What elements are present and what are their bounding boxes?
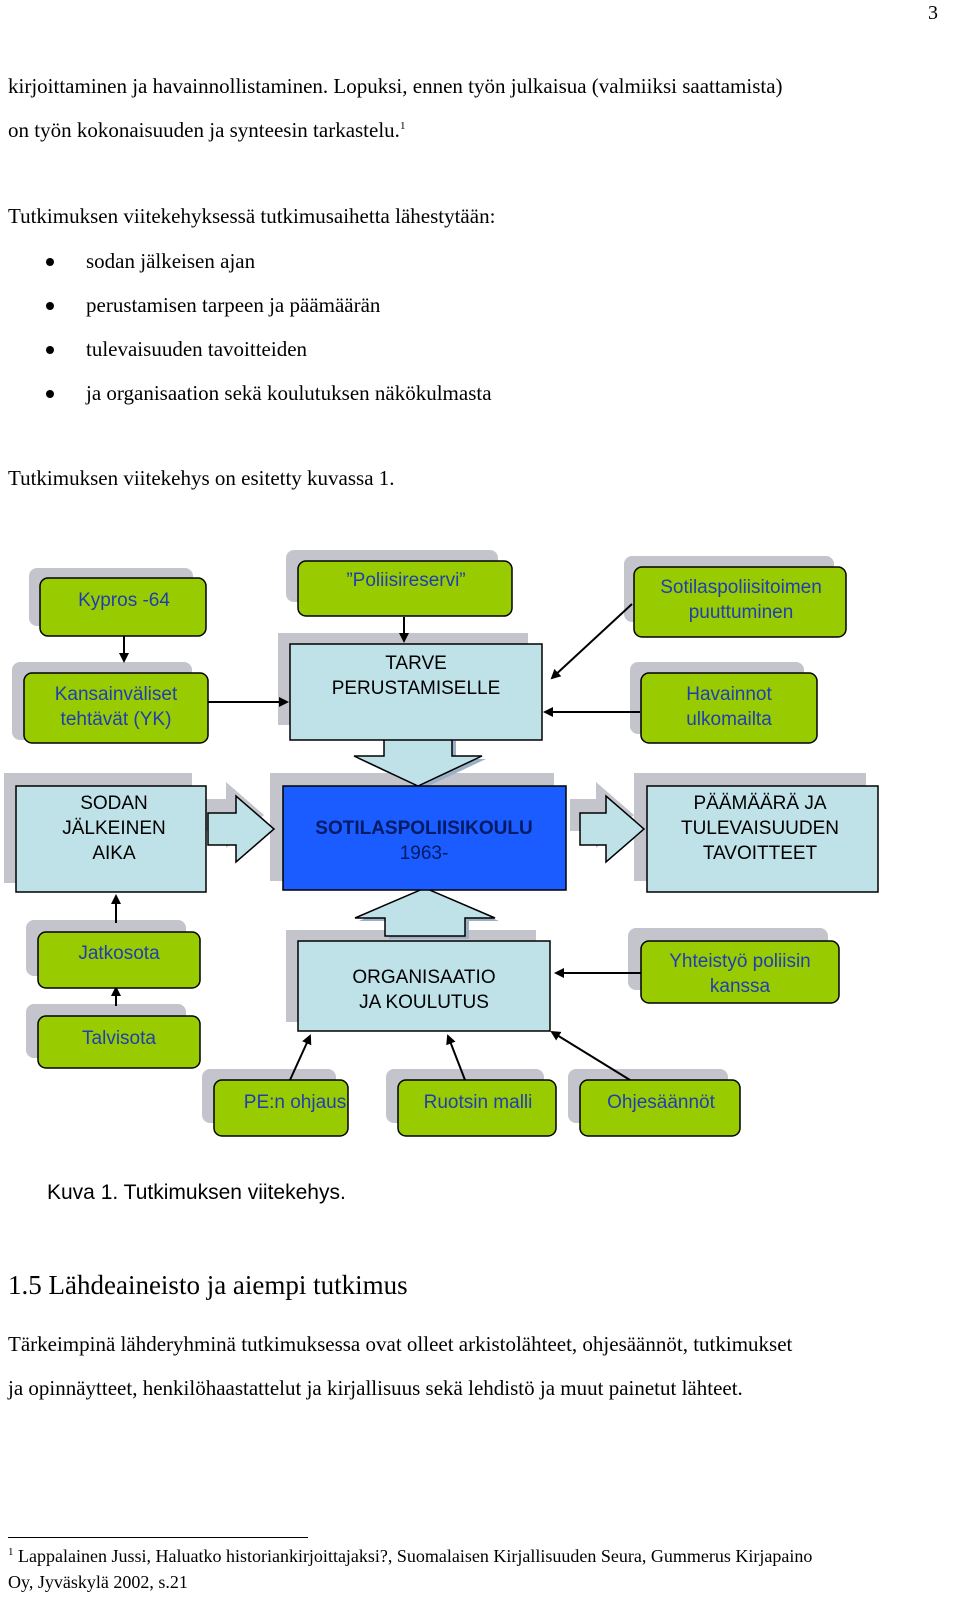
arrow-ohjesaannot-to-organisaatio bbox=[550, 1030, 631, 1081]
bullet-item: sodan jälkeisen ajan bbox=[44, 248, 492, 292]
frame-reference: Tutkimuksen viitekehys on esitetty kuvas… bbox=[8, 466, 395, 490]
box-tarve bbox=[289, 643, 543, 741]
label-sotilaspoliisikoulu: SOTILASPOLIISIKOULU bbox=[315, 818, 532, 839]
label-yhteistyo-1: Yhteistyö poliisin bbox=[669, 951, 811, 972]
label-organisaatio-2: JA KOULUTUS bbox=[359, 992, 489, 1013]
label-tarve-1: TARVE bbox=[385, 653, 447, 674]
label-sodan-2: JÄLKEINEN bbox=[62, 818, 165, 839]
label-kansainvaliset-1: Kansainväliset bbox=[55, 684, 178, 705]
label-talvisota: Talvisota bbox=[82, 1028, 156, 1049]
footnote-line-2: Oy, Jyväskylä 2002, s.21 bbox=[8, 1572, 188, 1592]
label-kypros: Kypros -64 bbox=[78, 590, 170, 611]
box-sotilaspoliisitoimen bbox=[633, 566, 847, 638]
bullet-item: tulevaisuuden tavoitteiden bbox=[44, 336, 492, 380]
label-tarve-2: PERUSTAMISELLE bbox=[332, 678, 501, 699]
bullet-item: perustamisen tarpeen ja päämäärän bbox=[44, 292, 492, 336]
intro-line-2: on työn kokonaisuuden ja synteesin tarka… bbox=[8, 118, 405, 143]
footnote-mark: 1 bbox=[8, 1546, 14, 1558]
label-paamaara-2: TULEVAISUUDEN bbox=[681, 818, 839, 839]
label-sodan-1: SODAN bbox=[80, 793, 148, 814]
box-pe-ohjaus bbox=[213, 1079, 349, 1137]
label-havainnot-2: ulkomailta bbox=[686, 709, 772, 730]
footnote-line-1: 1 Lappalainen Jussi, Haluatko historiank… bbox=[8, 1546, 812, 1567]
block-arrows bbox=[198, 737, 646, 939]
footnote-text-1: Lappalainen Jussi, Haluatko historiankir… bbox=[18, 1546, 813, 1566]
boxes bbox=[15, 560, 879, 1137]
footnote-rule bbox=[8, 1537, 308, 1538]
box-paamaara bbox=[646, 785, 879, 893]
arrow-ruotsin-to-organisaatio bbox=[446, 1034, 466, 1081]
label-paamaara-1: PÄÄMÄÄRÄ JA bbox=[693, 793, 826, 814]
page-number: 3 bbox=[928, 2, 938, 24]
label-ohjesaannot: Ohjesäännöt bbox=[607, 1092, 715, 1113]
label-sotilaspoliisitoimen-2: puuttuminen bbox=[689, 602, 794, 623]
label-yhteistyo-2: kanssa bbox=[710, 976, 771, 997]
label-jatkosota: Jatkosota bbox=[78, 943, 160, 964]
box-sotilaspoliisikoulu bbox=[282, 785, 567, 891]
label-organisaatio-1: ORGANISAATIO bbox=[352, 967, 495, 988]
figure-caption: Kuva 1. Tutkimuksen viitekehys. bbox=[47, 1181, 346, 1204]
arrow-pe-to-organisaatio bbox=[289, 1034, 312, 1081]
framework-diagram: Kypros -64 ”Poliisireservi” Sotilaspolii… bbox=[4, 550, 879, 1137]
box-talvisota bbox=[37, 1015, 201, 1069]
box-ohjesaannot bbox=[579, 1079, 741, 1137]
paragraph-line-1: Tärkeimpinä lähderyhminä tutkimuksessa o… bbox=[8, 1332, 793, 1356]
bullet-list: sodan jälkeisen ajan perustamisen tarpee… bbox=[44, 248, 492, 424]
list-intro: Tutkimuksen viitekehyksessä tutkimusaihe… bbox=[8, 204, 496, 228]
bullet-item: ja organisaation sekä koulutuksen näköku… bbox=[44, 380, 492, 424]
label-sotilaspoliisitoimen-1: Sotilaspoliisitoimen bbox=[660, 577, 822, 598]
label-havainnot-1: Havainnot bbox=[686, 684, 772, 705]
arrow-sotilaspoliisitoimen-to-tarve bbox=[550, 603, 633, 680]
intro-line-2-text: on työn kokonaisuuden ja synteesin tarka… bbox=[8, 118, 400, 142]
label-pe-ohjaus: PE:n ohjaus bbox=[244, 1092, 346, 1113]
box-organisaatio bbox=[297, 940, 551, 1032]
label-sotilaspoliisikoulu-year: 1963- bbox=[400, 843, 449, 864]
paragraph-line-2: ja opinnäytteet, henkilöhaastattelut ja … bbox=[8, 1376, 743, 1400]
label-ruotsin-malli: Ruotsin malli bbox=[424, 1092, 533, 1113]
label-paamaara-3: TAVOITTEET bbox=[703, 843, 818, 864]
box-kansainvaliset bbox=[23, 672, 209, 744]
box-poliisireservi bbox=[297, 560, 513, 617]
intro-line-1: kirjoittaminen ja havainnollistaminen. L… bbox=[8, 74, 783, 98]
box-kypros bbox=[39, 577, 207, 637]
box-jatkosota bbox=[37, 931, 201, 989]
label-kansainvaliset-2: tehtävät (YK) bbox=[61, 709, 172, 730]
footnote-ref: 1 bbox=[399, 120, 406, 132]
box-sodan-jalkeinen-aika bbox=[15, 785, 207, 893]
connectors bbox=[111, 603, 641, 1081]
box-yhteistyo bbox=[640, 940, 840, 1004]
section-heading: 1.5 Lähdeaineisto ja aiempi tutkimus bbox=[8, 1270, 408, 1300]
box-ruotsin-malli bbox=[397, 1079, 557, 1137]
label-poliisireservi: ”Poliisireservi” bbox=[346, 570, 465, 591]
label-sodan-3: AIKA bbox=[92, 843, 136, 864]
box-havainnot bbox=[640, 672, 818, 744]
